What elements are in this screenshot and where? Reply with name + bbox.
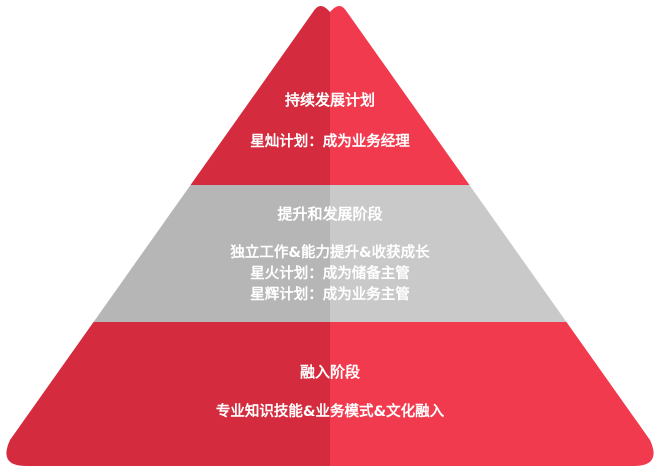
tier-middle-title: 提升和发展阶段 <box>277 205 383 223</box>
tier-bottom-left-face <box>6 322 330 466</box>
tier-top-title: 持续发展计划 <box>284 91 375 109</box>
tier-bottom-line-1: 专业知识技能&业务模式&文化融入 <box>215 404 445 420</box>
tier-top-line-1: 星灿计划：成为业务经理 <box>250 134 410 150</box>
tier-middle-line-2: 星火计划：成为储备主管 <box>250 266 410 282</box>
tier-bottom-title: 融入阶段 <box>299 363 360 381</box>
tier-bottom-right-face <box>330 322 654 466</box>
tier-middle-line-3: 星辉计划：成为业务主管 <box>250 287 410 303</box>
tier-middle-line-1: 独立工作&能力提升&收获成长 <box>230 245 430 261</box>
